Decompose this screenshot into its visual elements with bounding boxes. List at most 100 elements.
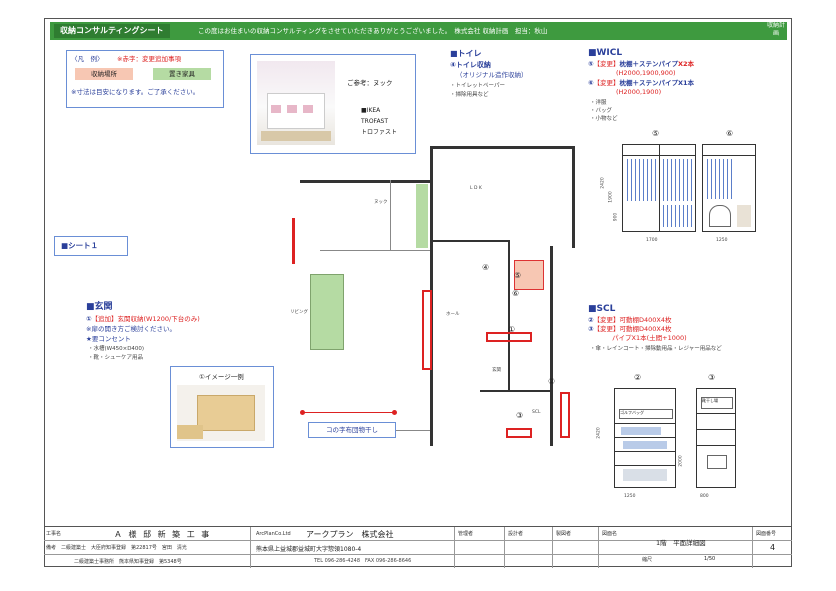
genkan-title: ■玄関 xyxy=(86,302,113,312)
scl-elev2-label: ② xyxy=(634,373,642,382)
legend-box: 〈凡 例〉 ※赤字：変更追加事項 収納場所 置き家具 ※寸法は目安になります。ご… xyxy=(66,50,224,108)
title-kanri: 管理者 xyxy=(458,531,474,537)
hall-shelf xyxy=(486,332,532,342)
wicl-line1-change: 【変更】 xyxy=(593,60,620,68)
plan-marker-3: ③ xyxy=(516,411,524,420)
scl-line2: 【変更】可動棚D400X4枚 xyxy=(593,325,672,333)
genkan-storage xyxy=(422,290,432,370)
reference-box: ご参考：ヌック ■IKEA TROFAST トロファスト xyxy=(250,54,416,154)
wicl-contents-3: ・小物など xyxy=(590,116,618,122)
title-koji-name: Ａ 様 邸 新 築 工 事 xyxy=(114,530,212,539)
scl-shelf-right xyxy=(560,392,570,438)
plan-nook-label: ヌック xyxy=(374,200,388,205)
genkan-line1: 【追加】玄関収納(W1200/下台のみ) xyxy=(91,315,200,323)
title-zuban-label: 図面番号 xyxy=(756,531,777,537)
wicl-contents-1: ・洋服 xyxy=(590,100,607,106)
genkan-line3: ★要コンセント xyxy=(86,335,131,343)
scl-note: ■SCL ②【変更】可動棚D400X4枚 ③【変更】可動棚D400X4枚 パイプ… xyxy=(586,304,786,358)
wicl-line2-change: 【変更】 xyxy=(593,79,620,87)
scl-dim-h: 2420 xyxy=(596,427,602,439)
legend-red-note: ※赤字：変更追加事項 xyxy=(117,55,181,63)
title-company: アークプラン 株式会社 xyxy=(306,530,394,539)
scl-dim-h2: 2000 xyxy=(678,455,684,467)
toilet-item: ④トイレ収納 xyxy=(450,61,491,69)
title-zumen-label: 図面名 xyxy=(602,531,618,537)
plan-marker-5: ⑤ xyxy=(514,271,522,280)
wicl-elevation-5 xyxy=(622,144,696,232)
wicl-dim-w6: 1250 xyxy=(716,238,728,243)
plan-genkan-label: 玄関 xyxy=(492,368,501,373)
wicl-elevation-6 xyxy=(702,144,756,232)
wicl-contents-2: ・バッグ xyxy=(590,108,613,114)
genkan-image-label: ①イメージ一例 xyxy=(199,373,244,381)
sheet-title: 収納コンサルティングシート xyxy=(54,24,170,38)
title-scale-label: 縮尺 xyxy=(642,557,653,563)
clip-callout: コの字布団物干し xyxy=(308,422,396,438)
scl-elevation-3: 靴干し場 xyxy=(696,388,736,488)
scl-line3-sub: (土間+1000) xyxy=(646,334,687,342)
toilet-storage xyxy=(514,260,544,290)
scl-line1-num: ② xyxy=(588,316,594,324)
plan-marker-2: ② xyxy=(548,377,556,386)
wicl-dim-h2: 1900 xyxy=(608,191,614,203)
title-block: 工事名 Ａ 様 邸 新 築 工 事 備考 二級建築士 大臣府知事登録 第2281… xyxy=(44,526,792,568)
scl-golf-label: ゴルフバッグ xyxy=(619,409,673,419)
title-tel: TEL 096-286-4248 FAX 096-286-8646 xyxy=(314,558,412,564)
title-sekkei: 設計者 xyxy=(508,531,524,537)
wicl-line1-count: X2本 xyxy=(678,60,695,68)
wicl-title: ■WICL xyxy=(588,48,623,58)
title-license-1: 備考 二級建築士 大臣府知事登録 第22817号 宮田 清光 xyxy=(46,545,187,551)
reference-product: ■IKEA TROFAST トロファスト xyxy=(361,107,398,136)
scl-line1: 【変更】可動棚D400X4枚 xyxy=(593,316,672,324)
title-license-2: 二級建築士事務所 熊本県知事登録 第5348号 xyxy=(74,559,182,565)
scl-line2-num: ③ xyxy=(588,325,594,333)
scl-dim-w2: 1250 xyxy=(624,494,636,499)
genkan-line2: ※扉の開き方ご検討ください。 xyxy=(86,325,176,333)
toilet-contents-1: ・トイレットペーパー xyxy=(450,83,505,89)
genkan-line4: ・水槽(W450×D400) xyxy=(88,346,145,352)
plan-hall-label: ホール xyxy=(446,312,460,317)
nook-furniture xyxy=(416,184,428,248)
wicl-elev6-label: ⑥ xyxy=(726,129,734,138)
living-sofa xyxy=(310,274,344,350)
title-scale: 1/50 xyxy=(704,556,716,562)
genkan-image xyxy=(177,385,265,441)
legend-furniture-swatch: 置き家具 xyxy=(153,68,211,80)
genkan-line5: ・靴・シューケア用品 xyxy=(88,355,144,361)
plan-ldk-label: L D K xyxy=(470,186,482,191)
legend-size-note: ※寸法は目安になります。ご了承ください。 xyxy=(71,88,200,96)
sheet-label: ■シート１ xyxy=(61,241,99,250)
title-zumen: 1階 平面詳細図 xyxy=(656,539,706,547)
wicl-line2-num: ⑥ xyxy=(588,79,594,87)
plan-marker-1: ① xyxy=(508,325,516,334)
plan-scl-label: SCL xyxy=(532,410,541,415)
scl-dim-w3: 800 xyxy=(700,494,709,499)
legend-title: 〈凡 例〉 xyxy=(71,55,104,63)
scl-line4: ・傘・レインコート・掃除動用品・レジャー用品など xyxy=(590,346,722,352)
header-bar: 収納コンサルティングシート この度はお住まいの収納コンサルティングをさせていただ… xyxy=(50,22,787,40)
wicl-line1-num: ⑤ xyxy=(588,60,594,68)
legend-furniture-label: 置き家具 xyxy=(169,70,195,78)
floor-plan: ヌック L D K リビング ホール 玄関 SCL ① ② ③ ④ ⑤ ⑥ xyxy=(280,140,580,450)
toilet-contents-2: ・掃除用具など xyxy=(450,92,489,98)
wicl-line1-sub: (H2000,1900,900) xyxy=(616,69,676,77)
toilet-title: ■トイレ xyxy=(450,49,482,58)
scl-shelf-left xyxy=(506,428,532,438)
clip-line xyxy=(302,412,394,413)
scl-line3: パイプX1本 xyxy=(612,334,647,342)
genkan-note: ■玄関 ①【追加】玄関収納(W1200/下台のみ) ※扉の開き方ご検討ください。… xyxy=(84,302,274,364)
title-koji-label: 工事名 xyxy=(46,531,62,537)
scl-elevation-2: ゴルフバッグ xyxy=(614,388,676,488)
toilet-detail: （オリジナル造作収納） xyxy=(456,71,528,79)
wicl-dim-h3: 900 xyxy=(613,212,619,222)
toilet-note: ■トイレ ④トイレ収納 （オリジナル造作収納） ・トイレットペーパー ・掃除用具… xyxy=(446,50,576,120)
reference-photo xyxy=(257,61,335,145)
scl-shoe-label: 靴干し場 xyxy=(701,397,733,409)
wicl-elev5-label: ⑤ xyxy=(652,129,660,138)
sheet-frame xyxy=(44,18,792,567)
clip-label: コの字布団物干し xyxy=(326,426,378,434)
header-message: この度はお住まいの収納コンサルティングをさせていただきありがとうございました。 … xyxy=(198,27,548,35)
reference-label: ご参考：ヌック xyxy=(347,79,393,87)
plan-marker-4: ④ xyxy=(482,263,490,272)
scl-title: ■SCL xyxy=(588,304,616,314)
